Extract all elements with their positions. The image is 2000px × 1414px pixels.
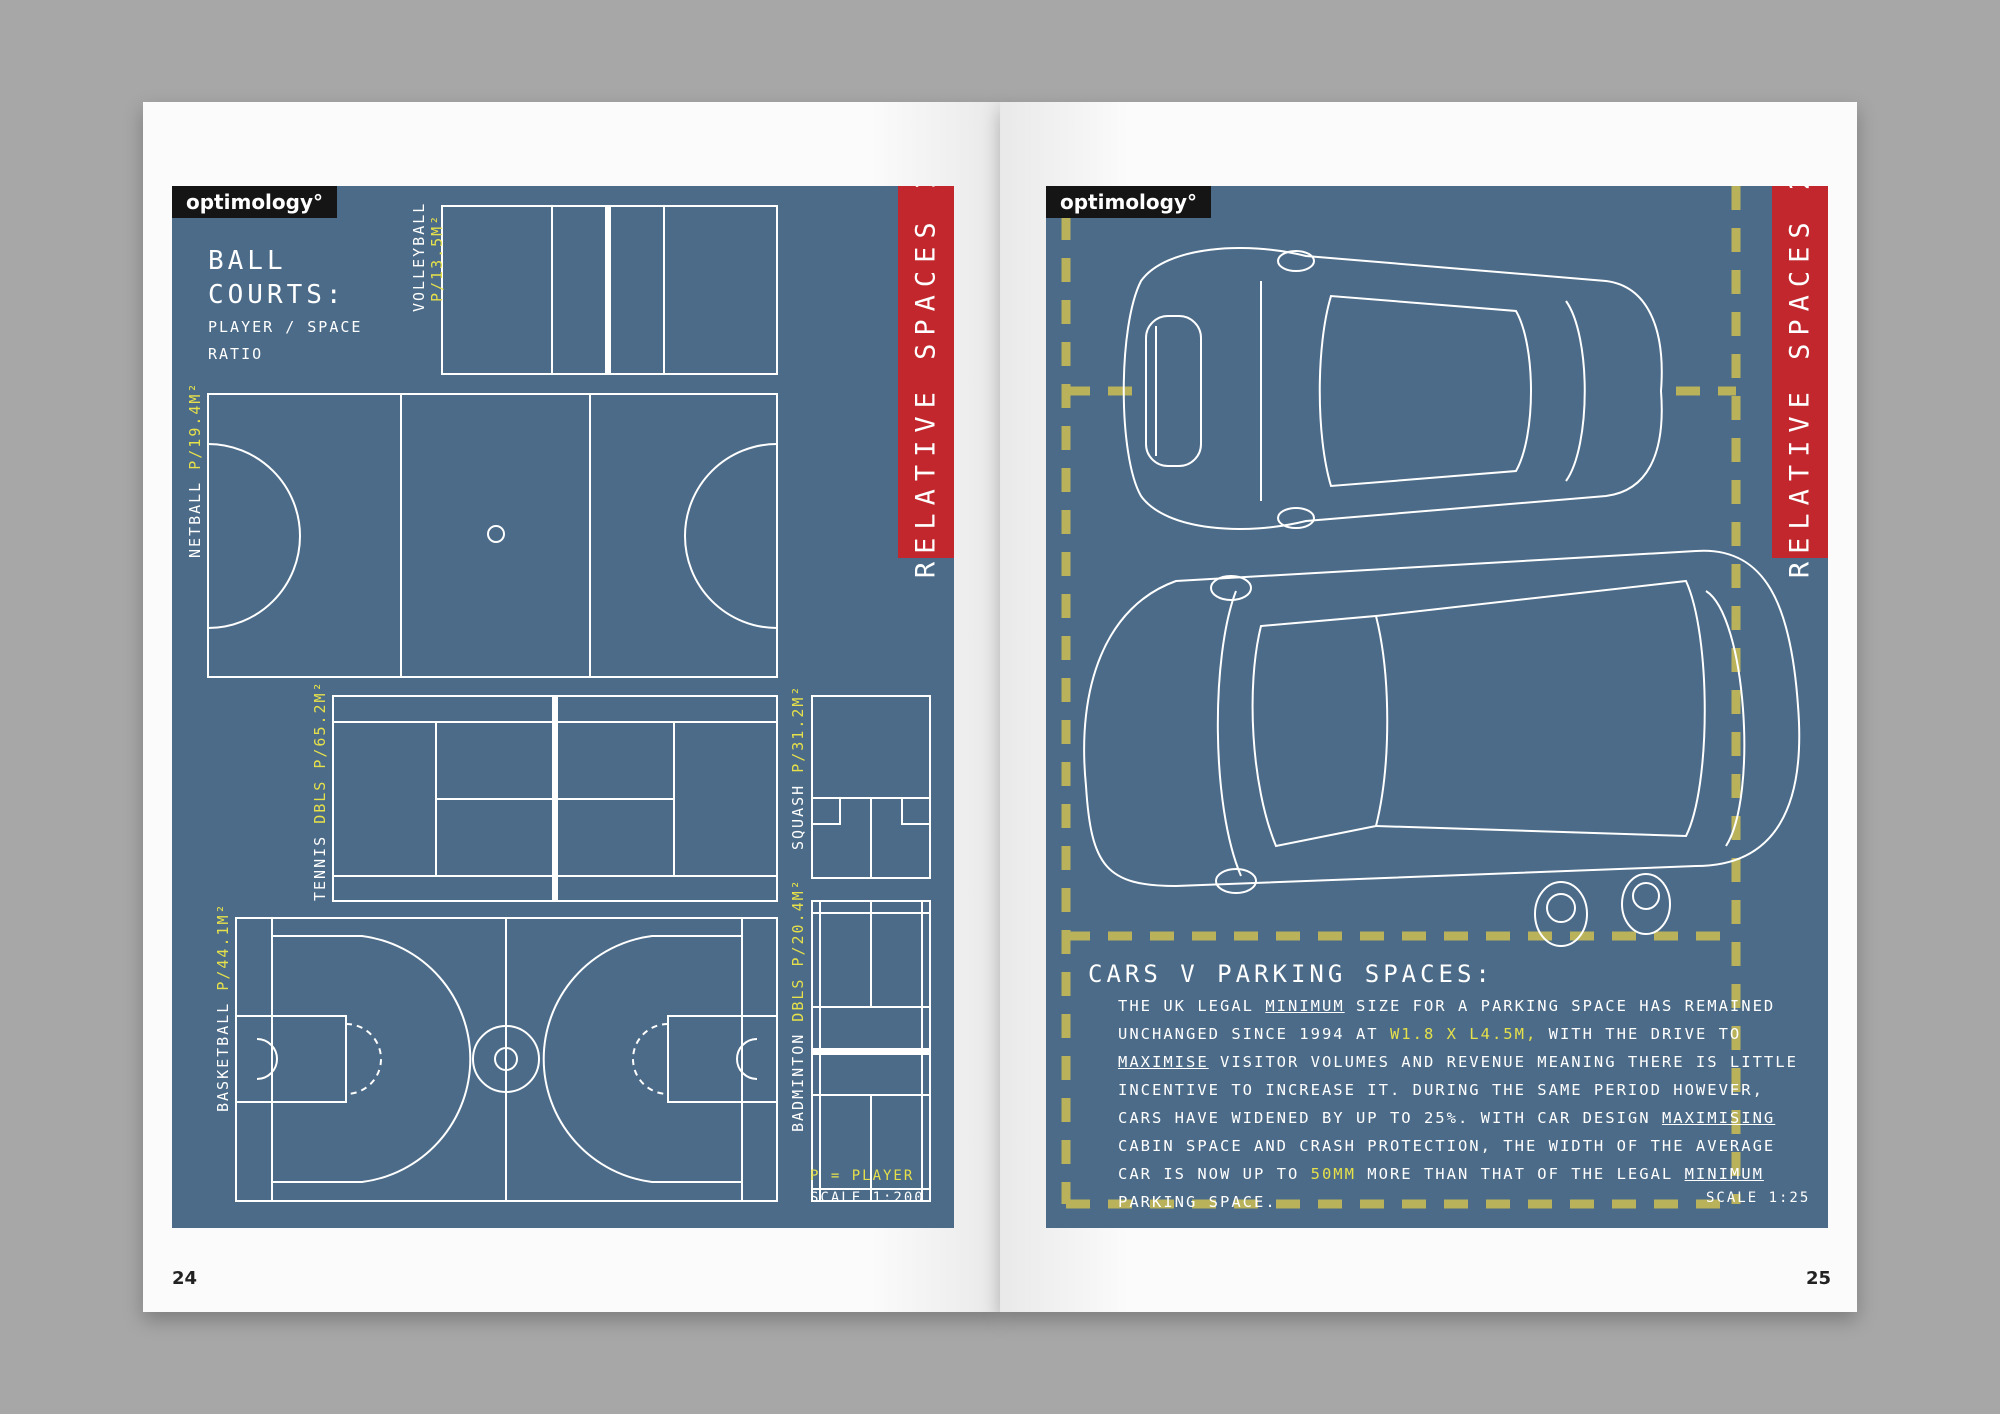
volleyball-label: VOLLEYBALL (410, 201, 428, 312)
page-title: BALL COURTS: (208, 246, 346, 310)
ball-courts-panel: optimology° RELATIVE SPACES 1 BALL COURT… (172, 186, 954, 1228)
basketball-court-diagram (235, 917, 778, 1202)
tennis-label: TENNIS DBLS P/65.2M² (311, 680, 329, 901)
tennis-court-diagram (332, 695, 778, 902)
car-outline-small (1122, 247, 1663, 530)
optimology-logo: optimology° (1046, 186, 1212, 218)
scale-note-right: SCALE 1:25 (1706, 1190, 1811, 1206)
page-subtitle: PLAYER / SPACE RATIO (208, 318, 363, 363)
badminton-court-diagram (811, 900, 931, 1202)
people-figures (1534, 873, 1671, 947)
side-tab-relative-spaces-1: RELATIVE SPACES 1 (898, 186, 954, 578)
netball-court-diagram (207, 393, 778, 678)
court-diagrams (207, 205, 931, 1202)
scale-note-left: SCALE 1:200 (810, 1190, 925, 1206)
side-tab-relative-spaces-2: RELATIVE SPACES 2 (1772, 186, 1828, 578)
volleyball-court-diagram (441, 205, 778, 375)
optimology-logo: optimology° (172, 186, 338, 218)
page-number-right: 25 (1806, 1268, 1832, 1289)
page-number-left: 24 (172, 1268, 198, 1289)
squash-label: SQUASH P/31.2M² (789, 684, 807, 850)
cars-body-text: THE UK LEGAL MINIMUM SIZE FOR A PARKING … (1118, 997, 1798, 1211)
player-legend: P = PLAYER (810, 1168, 915, 1184)
badminton-label: BADMINTON DBLS P/20.4M² (789, 878, 807, 1132)
cars-heading: CARS V PARKING SPACES: (1088, 960, 1494, 988)
car-outline-large (1083, 549, 1801, 894)
netball-label: NETBALL P/19.4M² (186, 381, 204, 559)
volleyball-ratio: P/13.5M² (428, 213, 446, 302)
basketball-label: BASKETBALL P/44.1M² (214, 902, 232, 1112)
cars-parking-panel: optimology° RELATIVE SPACES 2 CARS V PAR… (1046, 186, 1828, 1228)
parking-diagram (1061, 186, 1801, 1209)
squash-court-diagram (811, 695, 931, 879)
